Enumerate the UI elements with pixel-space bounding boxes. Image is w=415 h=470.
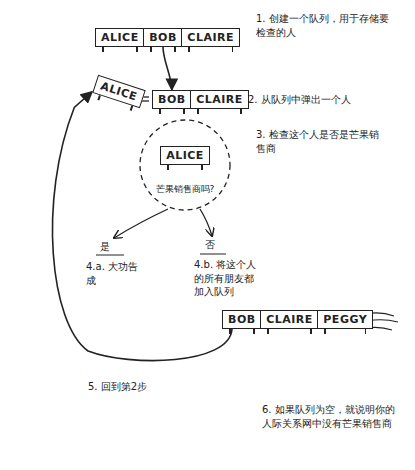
- queue-box: ALICE: [92, 75, 145, 108]
- person-name: ALICE: [101, 31, 139, 44]
- branch-label: 是: [100, 240, 120, 254]
- step-note: 1. 创建一个队列，用于存储要检查的人: [256, 13, 389, 38]
- circle-label: 芒果销售商吗?: [145, 183, 225, 195]
- pop-mark: [141, 100, 149, 101]
- step-note: 2. 从队列中弹出一个人: [248, 93, 398, 107]
- person-name: BOB: [149, 31, 177, 44]
- step-note: 2. 从队列中弹出一个人: [248, 94, 351, 105]
- person-name: CLAIRE: [266, 313, 313, 326]
- underline: [200, 254, 226, 255]
- person-name: CLAIRE: [187, 31, 234, 44]
- person-name: ALICE: [99, 79, 139, 103]
- queue-box: PEGGY: [317, 310, 373, 329]
- step-note: 5. 回到第2步: [88, 381, 147, 392]
- person-name: CLAIRE: [196, 93, 243, 106]
- step-note: 3. 检查这个人是否是芒果销售商: [256, 128, 388, 155]
- flow-arrow: [163, 47, 172, 90]
- person-name: ALICE: [166, 149, 204, 162]
- person-name: BOB: [158, 93, 186, 106]
- step-note: 6. 如果队列为空，就说明你的人际关系网中没有芒果销售商: [262, 404, 395, 429]
- queue-box: CLAIRE: [190, 90, 249, 109]
- person-name: BOB: [228, 313, 256, 326]
- queue-box: ALICE: [95, 28, 145, 47]
- branch-label: 是: [100, 241, 110, 252]
- step-note: 3. 检查这个人是否是芒果销售商: [256, 129, 379, 154]
- step-note: 4.b. 将这个人的所有朋友都加入队列: [194, 258, 258, 299]
- queue-box: ALICE: [160, 146, 210, 165]
- underline: [96, 255, 124, 256]
- step-note: 4.b. 将这个人的所有朋友都加入队列: [194, 259, 256, 297]
- queue-box: CLAIRE: [181, 28, 240, 47]
- queue-box: CLAIRE: [260, 310, 319, 329]
- step-note: 5. 回到第2步: [88, 380, 198, 394]
- queue-box: BOB: [143, 28, 183, 47]
- step-note: 1. 创建一个队列，用于存储要检查的人: [256, 12, 396, 39]
- step-note: 4.a. 大功告成: [86, 261, 138, 286]
- step-note: 6. 如果队列为空，就说明你的人际关系网中没有芒果销售商: [262, 403, 398, 430]
- circle-label: 芒果销售商吗?: [156, 184, 215, 194]
- no-branch: [200, 209, 212, 236]
- queue-box: BOB: [152, 90, 192, 109]
- inspection-circle: [140, 120, 230, 210]
- step-note: 4.a. 大功告成: [86, 260, 148, 287]
- branch-label: 否: [205, 238, 225, 252]
- flow-arrow: [52, 92, 232, 361]
- person-name: PEGGY: [323, 313, 367, 326]
- queue-box: BOB: [222, 310, 262, 329]
- yes-branch: [114, 209, 168, 238]
- branch-label: 否: [205, 239, 215, 250]
